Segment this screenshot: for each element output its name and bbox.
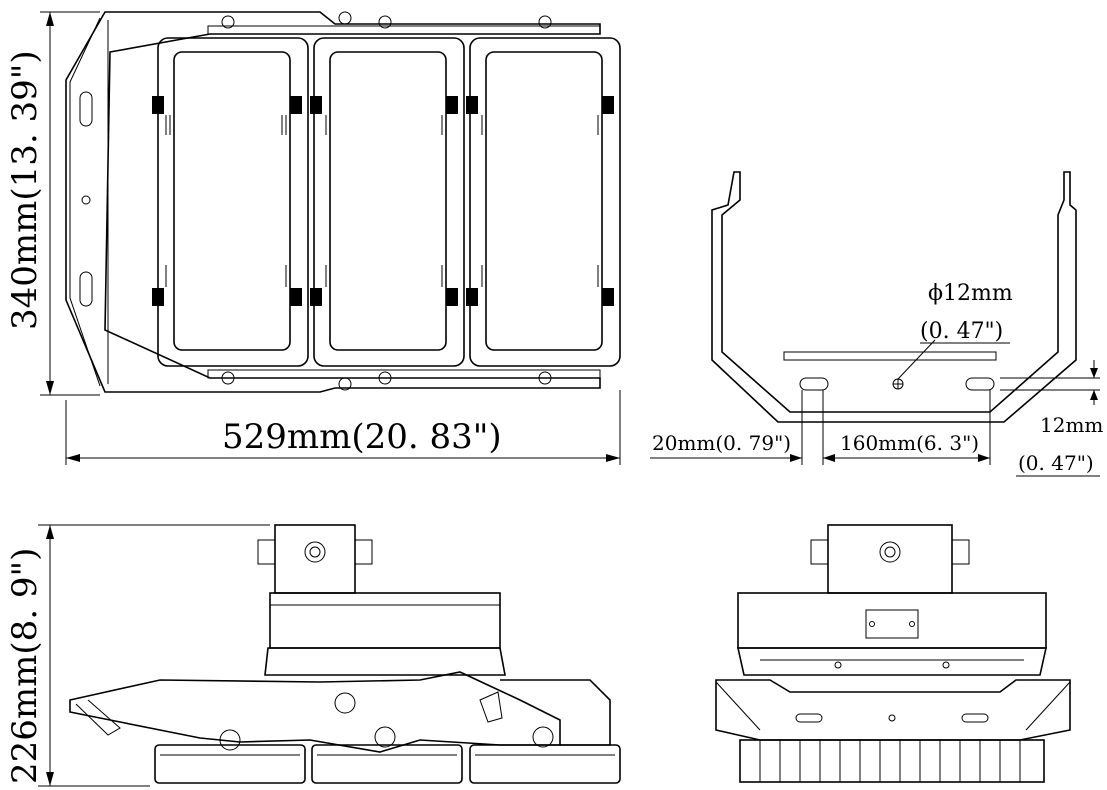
slot-spacing-label: 160mm(6. 3") [840,431,979,455]
dimension-height-side: 226mm(8. 9") [5,524,270,787]
offset-inch-label: (0. 47") [1018,451,1094,475]
slot-width-label: 20mm(0. 79") [652,431,791,455]
hole-diameter-inch-label: (0. 47") [920,319,1003,344]
module-2 [313,37,465,367]
dimension-height-top: 340mm(13. 39") [5,11,100,396]
module-3 [469,37,621,367]
dimension-label-226mm: 226mm(8. 9") [5,548,45,784]
bracket-view: ϕ12mm (0. 47") 20mm(0. 79") 160mm(6. 3")… [650,171,1103,477]
front-view [715,524,1071,783]
hole-diameter-label: ϕ12mm [928,281,1013,306]
dimension-label-340mm: 340mm(13. 39") [5,50,45,330]
top-view: 340mm(13. 39") 529mm(20. 83") [5,11,621,465]
dimension-width-top: 529mm(20. 83") [65,390,621,465]
dimension-label-529mm: 529mm(20. 83") [222,417,502,457]
side-view: 226mm(8. 9") [5,524,621,787]
module-1 [157,37,309,367]
offset-label: 12mm [1040,413,1103,437]
